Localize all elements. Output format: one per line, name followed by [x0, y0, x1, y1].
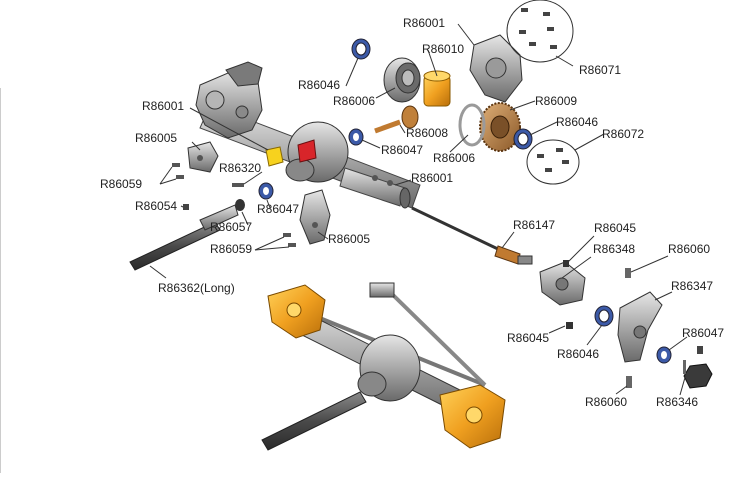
c-hub-r86347	[617, 291, 663, 363]
label-r86147: R86147	[513, 218, 556, 232]
label-r86059-a: R86059	[100, 177, 143, 191]
bearing-r86046-top	[351, 38, 371, 60]
pinion-r86008	[374, 105, 419, 134]
link-mount-r86005-right	[299, 189, 331, 245]
screws-r86059-upper	[172, 163, 184, 179]
label-r86005-b: R86005	[328, 232, 371, 246]
label-r86045-b: R86045	[507, 331, 550, 345]
ring-gear-r86009	[479, 102, 521, 152]
label-r86320: R86320	[219, 161, 262, 175]
bearing-r86047-right	[656, 346, 672, 364]
screws-r86059-lower	[283, 233, 296, 247]
spool-r86006	[383, 57, 421, 103]
setscrew-r86045-bottom	[566, 322, 573, 329]
bearing-r86047-center	[348, 128, 364, 146]
label-r86046-c: R86046	[557, 347, 600, 361]
bolts-group-r86071	[506, 0, 574, 63]
label-r86001-top: R86001	[403, 16, 446, 30]
axle-shaft-r86147	[411, 206, 533, 265]
shim-ring-r86006	[458, 103, 486, 147]
label-r86047-b: R86047	[257, 202, 300, 216]
label-r86010: R86010	[422, 42, 465, 56]
bolts-group-r86072	[526, 139, 580, 185]
bolt-r86060-bottom	[626, 376, 632, 388]
knuckle-r86348	[539, 261, 586, 306]
nut-r86057	[235, 199, 245, 211]
bearing-r86047-left	[258, 182, 274, 200]
label-r86348: R86348	[593, 242, 636, 256]
label-r86001-left: R86001	[142, 99, 185, 113]
link-mount-r86005-left	[187, 141, 219, 173]
label-r86059-b: R86059	[210, 242, 253, 256]
main-axle-housing	[195, 61, 421, 209]
bolt-r86060-top	[625, 268, 631, 278]
label-r86072: R86072	[602, 127, 645, 141]
label-r86054: R86054	[135, 199, 178, 213]
bearing-r86046-right	[513, 128, 533, 150]
label-r86346: R86346	[656, 395, 699, 409]
label-r86046-b: R86046	[556, 115, 599, 129]
diff-cover-r86001	[469, 34, 523, 103]
yellow-spacer	[265, 146, 284, 167]
label-r86006-a: R86006	[333, 94, 376, 108]
label-r86005-a: R86005	[135, 131, 178, 145]
label-r86006-b: R86006	[433, 151, 476, 165]
label-r86009: R86009	[535, 94, 578, 108]
setscrew-r86054	[183, 204, 189, 210]
label-r86045-a: R86045	[594, 221, 637, 235]
label-r86008: R86008	[406, 126, 449, 140]
hex-hub-r86346	[683, 346, 713, 389]
label-r86347: R86347	[671, 279, 714, 293]
bearing-r86046-lower	[594, 305, 614, 327]
label-r86046-a: R86046	[298, 78, 341, 92]
label-r86057: R86057	[210, 220, 253, 234]
label-r86060-b: R86060	[585, 395, 628, 409]
axle-shaft-r86362	[129, 204, 239, 271]
leader-lines	[149, 23, 688, 396]
gold-spool-r86010	[423, 70, 451, 107]
label-r86362: R86362(Long)	[158, 281, 235, 295]
setscrew-r86045-top	[563, 260, 569, 267]
screw-r86320	[232, 183, 244, 187]
label-r86001-right: R86001	[411, 171, 454, 185]
label-r86047-c: R86047	[682, 326, 725, 340]
label-r86047-a: R86047	[381, 143, 424, 157]
assembled-axle	[261, 282, 506, 451]
label-r86071: R86071	[579, 63, 622, 77]
label-r86060-a: R86060	[668, 242, 711, 256]
